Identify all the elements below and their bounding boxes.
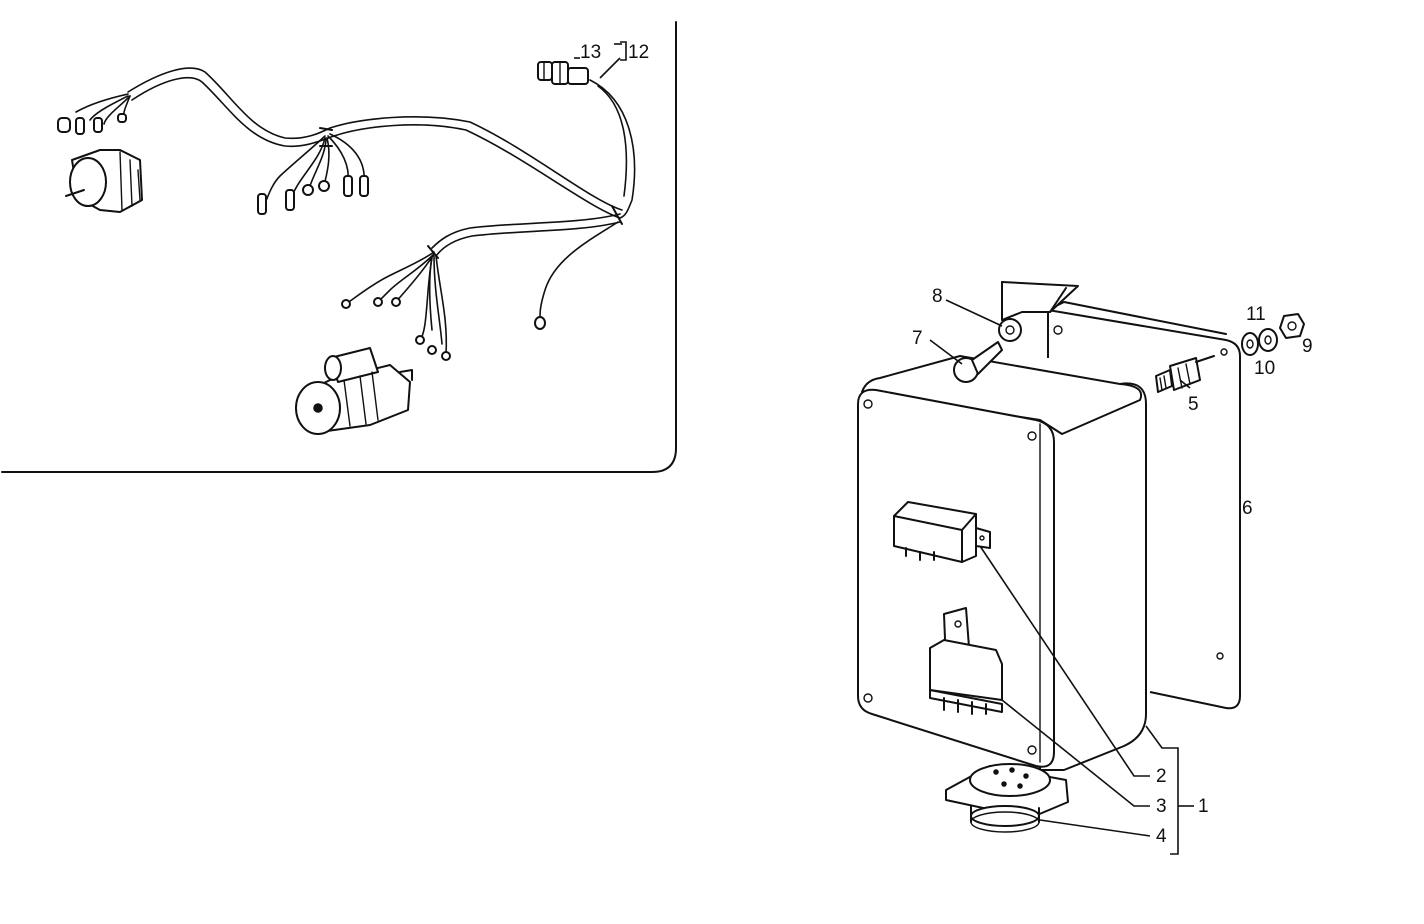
washer-8 [998,318,1022,342]
callout-5: 5 [1188,394,1199,415]
callout-3: 3 [1156,796,1167,817]
callout-7: 7 [912,328,923,349]
inset-border [1,21,677,473]
callout-11: 11 [1246,304,1266,325]
callout-6: 6 [1242,498,1253,519]
base-connector-4 [945,763,1069,833]
hardware-9-10-11 [1241,313,1305,356]
box-side-face [1039,382,1147,771]
screw-7 [953,341,1003,383]
control-box-assembly [857,281,1305,855]
callout-9: 9 [1302,336,1313,357]
callout-8: 8 [932,286,943,307]
callout-10: 10 [1254,358,1275,379]
alternator [65,149,143,213]
starter-motor [295,347,413,435]
stud-5 [1155,355,1215,393]
wiring-harness [57,67,636,361]
box-top-face [861,355,1142,435]
flasher-unit-3 [929,607,1003,715]
harness-connector [537,61,589,85]
callout-1: 1 [1198,796,1209,817]
callout-4: 4 [1156,826,1167,847]
callout-13: 13 [580,42,601,63]
box-front-face [857,388,1055,768]
harness-inset: 13 12 [1,21,677,473]
callout-2: 2 [1156,766,1167,787]
relay-2 [893,501,991,563]
callout-12: 12 [628,42,649,63]
